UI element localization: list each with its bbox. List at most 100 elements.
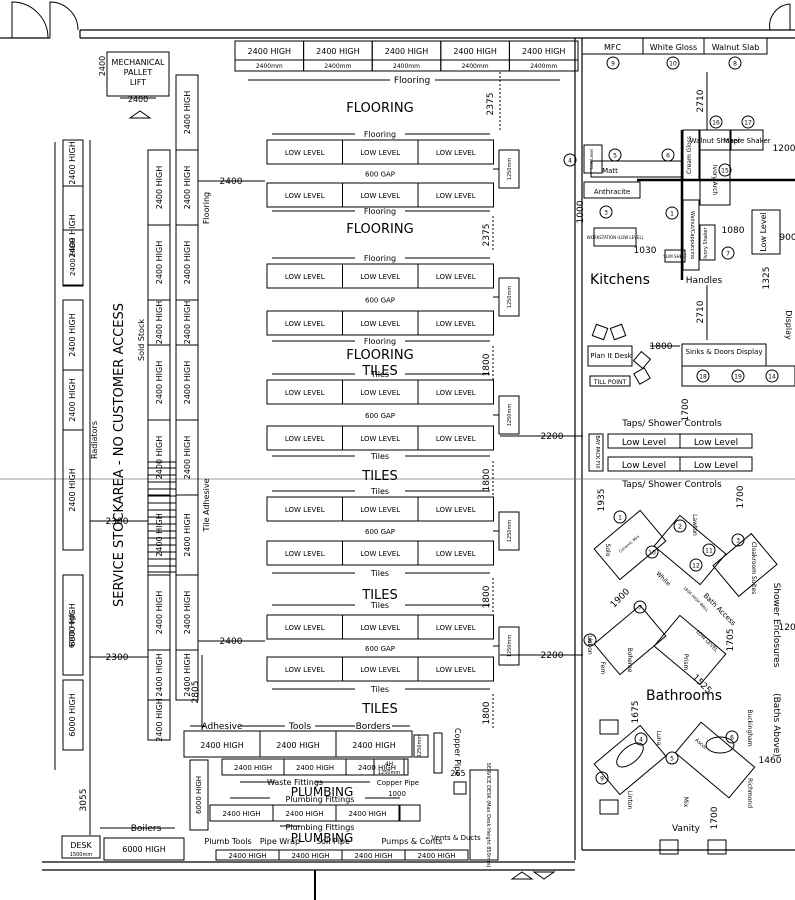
low-level-shelf: LOW LEVEL: [342, 263, 419, 289]
printer-icon: [453, 781, 467, 795]
low-level-shelf: LOW LEVEL: [417, 496, 494, 522]
shelf-label: LOW LEVEL: [285, 624, 325, 632]
maple-shaker-label: Maple Shaker: [723, 137, 771, 145]
shelf-label: LOW LEVEL: [436, 506, 476, 514]
fern-label: Fern: [599, 662, 606, 675]
low-level-cell-label: Low Level: [694, 461, 738, 471]
toilet-icon: [599, 719, 619, 735]
copper-pipe-rack: [433, 732, 443, 774]
bottom-section-label: Pumps & Conts: [382, 837, 443, 846]
down-arrow-icon: [532, 871, 556, 880]
shelf-label: LOW LEVEL: [285, 273, 325, 281]
rack-unit-label: 2400 HIGH: [155, 436, 164, 480]
building-walls: [0, 29, 795, 900]
num-circle: 6: [661, 148, 675, 162]
shelf-label: LOW LEVEL: [360, 666, 400, 674]
shower-enclosures-label: Shower Enclosures: [771, 583, 781, 668]
shelf-label: LOW LEVEL: [360, 192, 400, 200]
rack-bay: 2400 HIGH: [278, 849, 343, 861]
num-circle-label: 6: [666, 153, 670, 160]
sinks-label: Sinks & Doors Display: [686, 348, 763, 356]
dim-1030: 1030: [634, 246, 657, 256]
aisle-end-cap: 1250mm: [498, 626, 520, 666]
stock-rack-unit: 2400 HIGH: [175, 149, 199, 226]
aisle-gap-label: 600 GAP: [365, 171, 395, 179]
tall-rack: 6000 HIGH: [189, 759, 209, 831]
dim-1900: 1900: [609, 587, 632, 610]
rack-bay: 2400 HIGH: [221, 758, 285, 776]
rack-bay-label: 2400 HIGH: [291, 852, 329, 860]
dim-1325: 1325: [762, 267, 772, 290]
borders-label: Borders: [356, 722, 391, 732]
num-circle: 2: [673, 519, 687, 533]
plan-desk-label: Plan It Desk: [590, 352, 632, 360]
low-level-shelf: LOW LEVEL: [266, 182, 343, 208]
low-level-shelf: LOW LEVEL: [266, 656, 343, 682]
low-level-shelf: LOW LEVEL: [342, 182, 419, 208]
aisle-dim: 1800: [482, 585, 492, 608]
rack-unit-label: 2400 HIGH: [155, 166, 164, 210]
stock-rack-unit: 2400 HIGH: [147, 224, 171, 301]
shelf-label: LOW LEVEL: [360, 273, 400, 281]
low-level-shelf: LOW LEVEL: [342, 496, 419, 522]
num-circle-label: 18: [699, 374, 707, 381]
low-level-shelf: LOW LEVEL: [417, 182, 494, 208]
aisle-title: FLOORING: [346, 222, 413, 237]
radiators-label: Radiators: [90, 421, 99, 459]
num-circle-label: 6: [730, 735, 734, 742]
lift-dim-w: 2400: [128, 95, 148, 104]
top-shelving-dim: 2375: [486, 93, 496, 116]
shelf-label: LOW LEVEL: [360, 435, 400, 443]
dim-1705: 1705: [726, 629, 736, 652]
rack-bay: 2400 HIGH: [335, 804, 400, 822]
rack-unit-label: 2400 HIGH: [183, 91, 192, 135]
dim-1000: 1000: [576, 200, 586, 223]
rack-unit-label: 2400 HIGH: [155, 653, 164, 697]
shelf-label: LOW LEVEL: [360, 320, 400, 328]
stock-rack-unit: 2400 HIGH: [147, 149, 171, 226]
service-area-title: SERVICE STOCKAREA - NO CUSTOMER ACCESS: [112, 303, 127, 607]
cream-gloss-label: Cream Gloss: [686, 136, 693, 174]
shelf-label: LOW LEVEL: [360, 389, 400, 397]
rack-unit-label: 2400 HIGH: [68, 141, 77, 185]
door-swings: [11, 1, 791, 880]
end-cap-label: 1250mm: [507, 404, 513, 427]
num-circle: 9: [606, 56, 620, 70]
shelf-label: LOW LEVEL: [285, 389, 325, 397]
dim-1200: 1200: [773, 144, 795, 154]
cloakroom-label: Cloakroom Suites: [750, 542, 757, 595]
shelf-label: LOW LEVEL: [436, 149, 476, 157]
stock-rack-unit: 2400 HIGH: [147, 649, 171, 701]
dim-1460: 1460: [759, 756, 782, 766]
bottom-section-label: Soil Pipe: [316, 837, 350, 846]
num-circle: 12: [689, 558, 703, 572]
num-circle: 1: [665, 206, 679, 220]
aisle-bottom-label: Tiles: [370, 685, 389, 694]
rack-unit-label: 2400 HIGH: [183, 361, 192, 405]
num-circle: 17: [741, 115, 755, 129]
rack-bay: 2400 HIGH: [283, 758, 347, 776]
kitchen-sample-label: MFC: [604, 43, 622, 52]
num-circle-label: 15: [721, 168, 729, 175]
aisle-bottom-label: Flooring: [364, 207, 396, 216]
rack-bay-label: 2400 HIGH: [200, 741, 244, 750]
dim-3055: 3055: [79, 789, 89, 812]
num-circle-label: 4: [639, 737, 643, 744]
dim-2400-a: 2400: [220, 177, 243, 187]
dim-1935: 1935: [597, 489, 607, 512]
lift-label-2: PALLET: [124, 68, 153, 77]
tile-adhesive-label: Tile Adhesive: [202, 478, 211, 532]
low-level-shelf: LOW LEVEL: [266, 540, 343, 566]
rack-unit-label: 2400 HIGH: [68, 214, 77, 258]
chair-icon: [632, 350, 652, 370]
desk-label: DESK: [70, 841, 92, 850]
stock-rack-unit: 2400 HIGH: [147, 698, 171, 742]
vert-6000-high: 6000 High: [68, 612, 76, 648]
plumbing-title-2: PLUMBING: [291, 831, 354, 845]
rack-bay-label: 2400 HIGH: [417, 852, 455, 860]
